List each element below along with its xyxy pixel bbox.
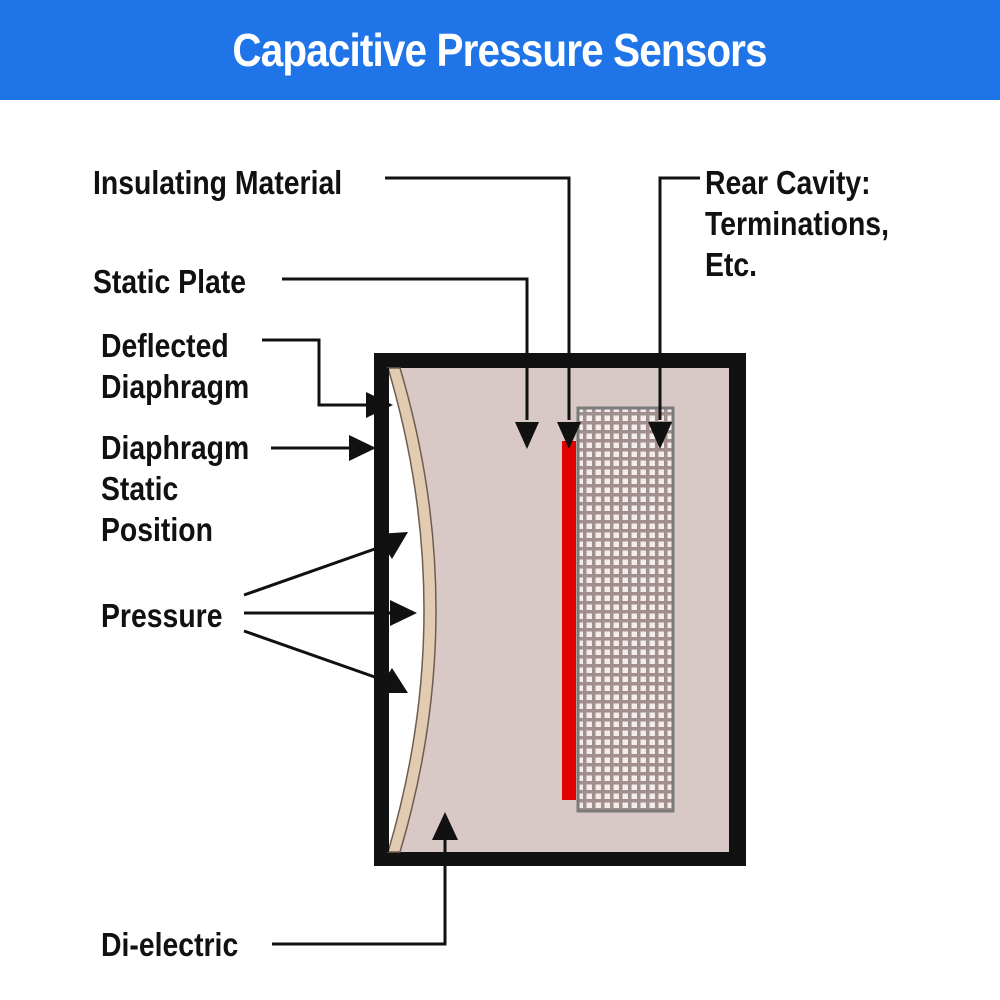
- dielectric-chamber: [389, 368, 729, 852]
- label-rear-cavity: Rear Cavity: Terminations, Etc.: [705, 162, 889, 285]
- insulating-material-strip: [562, 441, 576, 800]
- label-diaphragm-static-position-line-1: Diaphragm: [101, 429, 250, 466]
- insulating-material-leader: [385, 176, 571, 420]
- label-diaphragm-static-position-line-2: Static: [101, 470, 179, 507]
- label-deflected-diaphragm-line-2: Diaphragm: [101, 368, 250, 405]
- pressure-arrow-bottom: [376, 668, 408, 693]
- pressure-leader-top: [243, 543, 387, 597]
- rear-cavity-arrow: [648, 422, 672, 449]
- deflected-diaphragm-leader: [262, 338, 368, 407]
- label-pressure: Pressure: [101, 597, 223, 634]
- diaphragm-static-wall: [376, 368, 389, 852]
- diaphragm-static-arrow: [349, 435, 376, 461]
- label-insulating-material: Insulating Material: [93, 164, 343, 201]
- dielectric-arrow: [432, 812, 458, 840]
- label-rear-cavity-line-2: Terminations,: [705, 205, 889, 242]
- label-diaphragm-static-position-line-3: Position: [101, 511, 213, 548]
- static-plate-leader: [282, 277, 529, 420]
- page-title: Capacitive Pressure Sensors: [232, 24, 768, 76]
- label-static-plate: Static Plate: [93, 263, 247, 300]
- insulating-material-arrow: [557, 422, 581, 449]
- pressure-arrow-top: [376, 532, 408, 559]
- pressure-arrow-middle: [390, 600, 417, 626]
- label-diaphragm-static-position: Diaphragm Static Position: [101, 427, 249, 550]
- label-rear-cavity-line-1: Rear Cavity:: [705, 164, 871, 201]
- label-deflected-diaphragm-line-1: Deflected: [101, 327, 229, 364]
- label-rear-cavity-line-3: Etc.: [705, 246, 758, 283]
- dielectric-leader: [272, 837, 447, 946]
- deflected-diaphragm: [386, 367, 437, 853]
- header-banner: Capacitive Pressure Sensors: [0, 0, 1000, 100]
- rear-cavity-leader: [658, 176, 700, 420]
- label-dielectric: Di-electric: [101, 926, 239, 963]
- pressure-leader-bottom: [243, 629, 387, 683]
- label-deflected-diaphragm: Deflected Diaphragm: [101, 325, 249, 407]
- rear-cavity: [576, 406, 675, 813]
- static-plate-arrow: [515, 422, 539, 449]
- deflected-diaphragm-arrow: [366, 392, 393, 418]
